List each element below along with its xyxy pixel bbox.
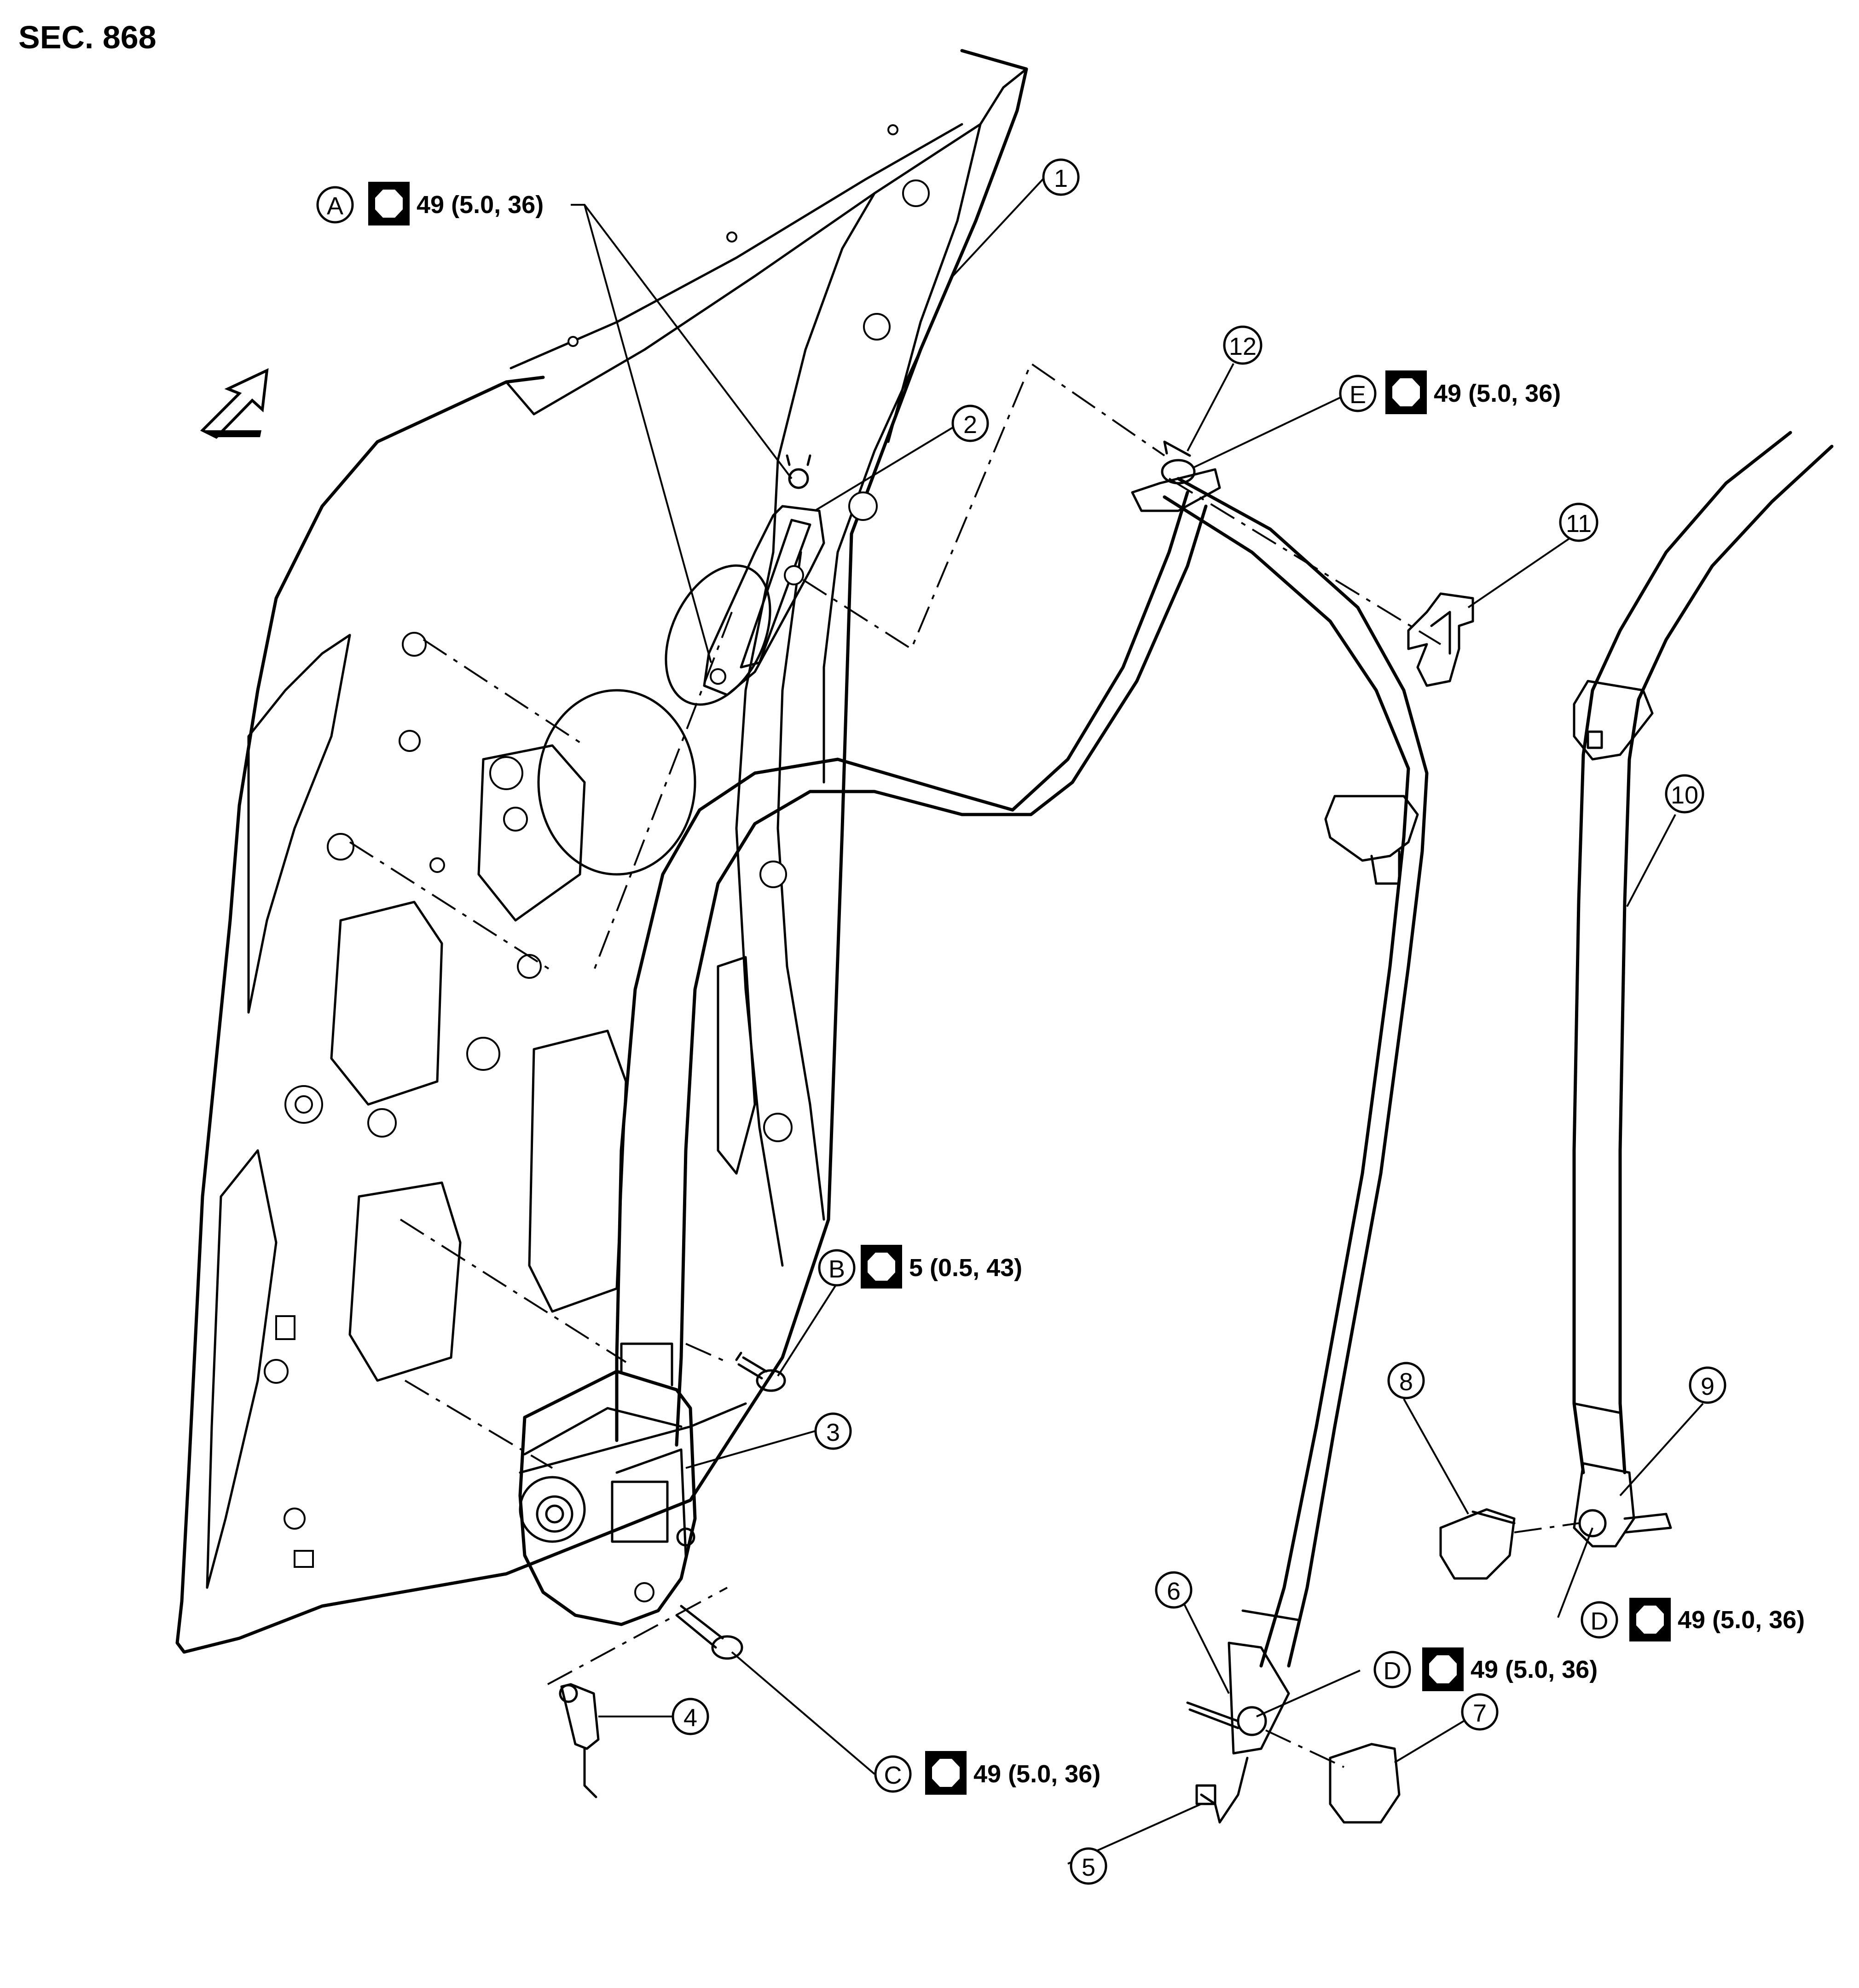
torque-wrench-icon [861, 1245, 902, 1289]
svg-text:49 (5.0, 36): 49 (5.0, 36) [973, 1760, 1100, 1788]
torque-spec-c: C 49 (5.0, 36) [874, 1751, 1100, 1795]
svg-text:5 (0.5, 43): 5 (0.5, 43) [909, 1254, 1022, 1282]
torque-wrench-icon [1385, 370, 1427, 414]
torque-spec-b: B 5 (0.5, 43) [818, 1245, 1022, 1289]
svg-text:3: 3 [826, 1419, 840, 1446]
part-callout-6: 6 [1155, 1571, 1193, 1609]
svg-text:49 (5.0, 36): 49 (5.0, 36) [1471, 1656, 1598, 1683]
part-callout-2: 2 [951, 405, 989, 442]
svg-text:C: C [884, 1762, 902, 1789]
front-direction-arrow-icon [200, 368, 269, 439]
svg-text:4: 4 [683, 1704, 697, 1732]
front-seat-belt-webbing [615, 440, 1429, 1668]
torque-wrench-icon [1629, 1598, 1671, 1641]
torque-spec-d-rear: D 49 (5.0, 36) [1581, 1598, 1805, 1641]
torque-spec-e: E 49 (5.0, 36) [1339, 370, 1561, 414]
svg-text:11: 11 [1566, 510, 1592, 537]
part-callout-9: 9 [1689, 1366, 1726, 1404]
part-callout-5: 5 [1070, 1847, 1107, 1885]
anchor-cover-rear [1439, 1508, 1516, 1580]
svg-text:2: 2 [963, 411, 977, 439]
torque-spec-d-lower: D 49 (5.0, 36) [1373, 1647, 1598, 1691]
seat-belt-retractor [518, 1342, 697, 1626]
svg-text:9: 9 [1701, 1373, 1714, 1400]
part-callout-4: 4 [672, 1698, 709, 1735]
svg-text:5: 5 [1082, 1854, 1095, 1881]
pretensioner-connector [559, 1683, 600, 1798]
upper-anchor-cover [1407, 592, 1474, 687]
svg-text:D: D [1591, 1607, 1609, 1635]
torque-wrench-icon [925, 1751, 967, 1795]
svg-text:A: A [327, 192, 343, 220]
lower-anchor [1186, 1641, 1290, 1824]
svg-text:12: 12 [1229, 333, 1257, 360]
part-callout-12: 12 [1223, 325, 1262, 365]
svg-text:E: E [1349, 381, 1366, 409]
shoulder-anchor-adjuster [703, 454, 825, 696]
svg-text:49 (5.0, 36): 49 (5.0, 36) [417, 191, 544, 219]
svg-text:8: 8 [1399, 1368, 1413, 1396]
torque-wrench-icon [1422, 1647, 1464, 1691]
part-callout-3: 3 [814, 1412, 852, 1450]
torque-spec-a: A 49 (5.0, 36) [316, 182, 544, 225]
part-callout-10: 10 [1665, 774, 1704, 814]
bolt-c-icon [675, 1605, 743, 1660]
part-callout-7: 7 [1461, 1693, 1499, 1731]
svg-text:6: 6 [1167, 1578, 1181, 1605]
svg-text:49 (5.0, 36): 49 (5.0, 36) [1434, 380, 1561, 407]
svg-text:D: D [1384, 1657, 1401, 1685]
anchor-cover-lower [1329, 1743, 1401, 1824]
callout-leaders [571, 176, 1704, 1865]
torque-wrench-icon [368, 182, 410, 225]
svg-text:1: 1 [1054, 165, 1068, 192]
part-callout-11: 11 [1559, 503, 1598, 542]
part-callout-1: 1 [1042, 158, 1080, 196]
rear-seat-belt [1572, 431, 1834, 1548]
svg-text:49 (5.0, 36): 49 (5.0, 36) [1678, 1606, 1805, 1634]
svg-text:10: 10 [1671, 781, 1698, 809]
svg-text:B: B [828, 1255, 845, 1283]
phantom-lines [349, 362, 1579, 1768]
section-label: SEC. 868 [18, 19, 156, 55]
svg-text:7: 7 [1473, 1699, 1487, 1727]
bolt-b-icon [735, 1352, 786, 1392]
part-callout-8: 8 [1387, 1362, 1425, 1399]
